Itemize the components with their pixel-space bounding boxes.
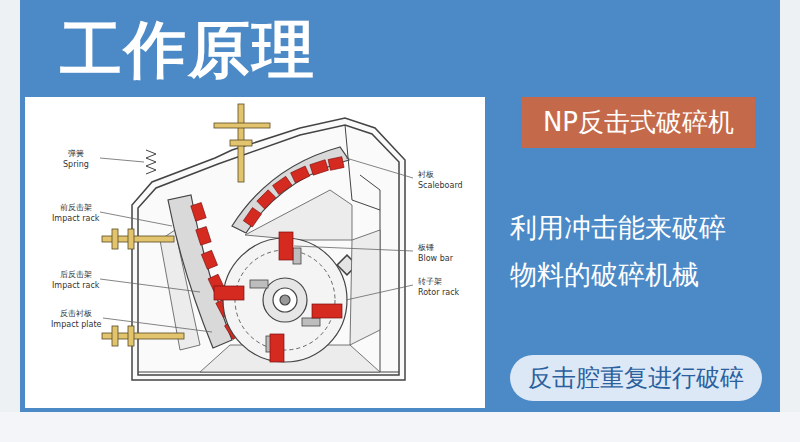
note-pill: 反击腔重复进行破碎 [510,355,762,401]
adjust-rods-part [128,326,134,346]
part-label: Impact plate [51,320,101,330]
rear-impact-rack-part [243,157,344,227]
part-label: 转子架 [418,277,442,287]
adjust-rods-part [230,140,252,146]
part-label: 前反击架 [60,203,92,213]
adjust-rods-part [214,123,270,128]
leader-lines-part [103,318,212,332]
rear-impact-rack-part-part [310,160,329,175]
rotor-part-part [250,280,268,288]
housing-part [138,175,399,372]
inner-plates [160,190,380,372]
title-box: NP反击式破碎机 [522,97,755,148]
spring [146,150,156,174]
front-impact-rack-part [168,195,232,348]
rotor-part [263,278,307,322]
part-label: Spring [63,160,89,170]
rotor-part [273,288,297,312]
part-label: Impact rack [52,281,99,291]
leader-lines-part [346,158,413,178]
box-text: NP反击式破碎机 [543,107,734,138]
inner-plates-part [350,230,380,345]
part-label: 板锤 [418,243,434,253]
front-impact-rack-part-part [191,203,206,222]
rear-impact-rack-part-part [328,157,344,171]
blow-bars-part [270,334,284,362]
rotor-part-part [302,318,320,326]
leader-lines-part [346,285,413,300]
leader-lines-part [100,212,172,226]
part-label: 反击衬板 [60,309,92,319]
blow-bars-part [279,232,293,260]
box-text: 反击腔重复进行破碎 [528,364,744,393]
rotor-part [235,250,335,350]
adjust-rods-part [112,229,118,249]
leader-lines-part [100,279,200,292]
part-label: Impact rack [52,214,99,224]
part-label: Scaleboard [418,181,463,191]
part-label: 衬板 [418,170,434,180]
rotor-part-part [293,248,301,264]
blow-bars [214,232,342,362]
rear-impact-rack-part-part [291,166,310,183]
page-title: 工作原理 [60,14,316,86]
housing-part [345,125,380,210]
adjust-rods-part [128,229,134,249]
adjust-rods-part [112,326,118,346]
rear-impact-rack-part-part [273,176,292,194]
rear-impact-rack-part-part [243,208,261,227]
front-impact-rack-part-part [201,250,217,269]
part-label: Rotor rack [418,288,459,298]
front-impact-rack-part-part [196,227,211,246]
blow-bars-part [312,304,342,318]
leader-lines-part [294,246,413,251]
blow-bars-part [214,286,244,300]
leader-lines-part [100,158,144,162]
leader-lines [100,158,413,332]
rear-impact-rack [232,147,349,233]
rear-impact-rack-part-part [257,190,276,209]
rotor-part [280,295,290,305]
rear-impact-rack-part [232,147,349,233]
part-label: 后反击架 [60,270,92,280]
part-label: Blow bar [418,254,453,264]
rotor-part [250,248,320,352]
spring-part [146,150,156,174]
part-label: 弹簧 [68,149,84,159]
description-text: 利用冲击能来破碎 物料的破碎机械 [510,204,735,298]
bottom-band [0,412,800,442]
